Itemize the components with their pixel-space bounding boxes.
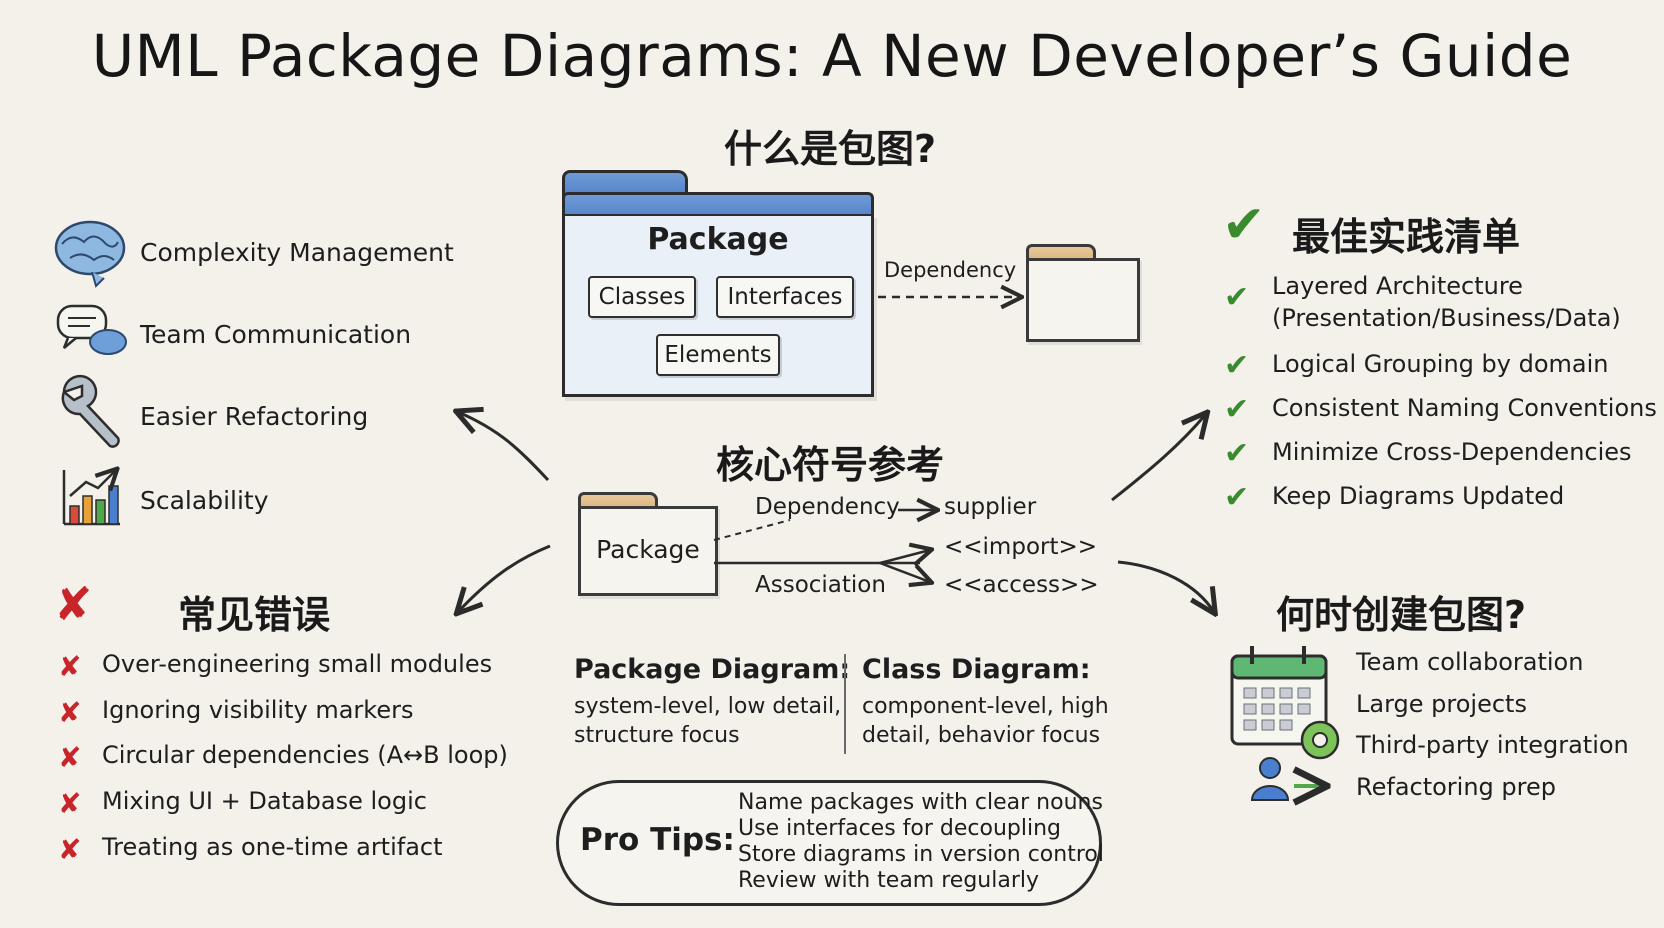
calendar-icon [1230,646,1328,746]
when-item: Third-party integration [1356,731,1629,759]
arrow-to-practices [1111,414,1206,502]
class-diagram-desc-2: detail, behavior focus [862,723,1101,748]
notation-dependency-line [713,519,791,541]
arrow-to-benefits [458,412,550,482]
practice-item: Keep Diagrams Updated [1272,482,1565,510]
compare-divider [844,654,846,754]
notation-heading: 核心符号参考 [715,443,944,487]
cross-icon: ✘ [58,650,82,683]
when-item: Refactoring prep [1356,773,1556,801]
practice-item: Minimize Cross-Dependencies [1272,438,1632,466]
practice-item-1a: Layered Architecture [1272,272,1523,300]
check-icon: ✔ [1224,280,1250,315]
check-icon: ✔ [1224,480,1250,515]
growth-chart-icon [62,470,120,526]
package-diagram-title: Package Diagram: [574,654,851,685]
what-is-heading: 什么是包图? [723,127,937,171]
interfaces-chip: Interfaces [716,276,854,318]
benefit-scalability: Scalability [140,486,269,515]
benefit-refactoring: Easier Refactoring [140,402,369,431]
notation-package [578,506,718,596]
check-icon: ✔ [1224,436,1250,471]
practices-heading: 最佳实践清单 [1292,215,1521,259]
wrench-icon [61,374,120,448]
tip-2: Use interfaces for decoupling [738,816,1062,841]
practice-item: Consistent Naming Conventions [1272,394,1657,422]
check-icon: ✔ [1224,348,1250,383]
mistakes-heading: 常见错误 [178,593,331,637]
classes-chip: Classes [588,276,696,318]
tip-3: Store diagrams in version control [738,842,1104,867]
practices-check-icon: ✔ [1222,195,1266,255]
benefit-communication: Team Communication [140,320,412,349]
mistake-item: Mixing UI + Database logic [102,787,427,815]
dependency-label-top: Dependency [884,258,1017,282]
mistake-item: Over-engineering small modules [102,650,493,678]
page-title: UML Package Diagrams: A New Developer’s … [91,22,1573,90]
arrow-to-mistakes [458,544,551,612]
access-arrow [879,561,930,582]
notation-dependency-label: Dependency [755,494,900,520]
tip-4: Review with team regularly [738,868,1039,893]
cross-icon: ✘ [58,833,82,866]
cross-icon: ✘ [58,741,82,774]
elements-chip: Elements [656,334,780,376]
practice-item-1b: (Presentation/Business/Data) [1272,304,1621,332]
supplier-label: supplier [944,494,1037,520]
mistake-item: Ignoring visibility markers [102,696,414,724]
check-icon: ✔ [1224,392,1250,427]
chat-bubbles-icon [56,304,127,355]
import-arrow [879,550,930,563]
cross-icon: ✘ [58,696,82,729]
cross-icon: ✘ [58,787,82,820]
notation-package-label: Package [596,535,700,564]
user-icon [1250,757,1324,800]
mistake-item: Treating as one-time artifact [102,833,443,861]
package-title: Package [647,222,789,257]
practice-item: Logical Grouping by domain [1272,350,1609,378]
mistakes-cross-icon: ✘ [54,577,93,631]
access-label: <<access>> [944,572,1099,598]
benefit-complexity: Complexity Management [140,238,454,267]
mistake-item: Circular dependencies (A↔B loop) [102,741,508,769]
pro-tips-label: Pro Tips: [580,822,735,858]
package-diagram-desc-2: structure focus [574,723,740,748]
import-label: <<import>> [944,534,1098,560]
target-folder [1026,258,1140,342]
when-item: Team collaboration [1356,648,1584,676]
gear-icon [1300,720,1340,760]
when-heading: 何时创建包图? [1276,593,1527,637]
pro-tips-bubble [556,780,1102,906]
brain-icon [54,220,126,288]
class-diagram-desc-1: component-level, high [862,694,1109,719]
association-label: Association [755,572,886,598]
package-diagram-desc-1: system-level, low detail, [574,694,842,719]
tip-1: Name packages with clear nouns [738,790,1103,815]
class-diagram-title: Class Diagram: [862,654,1091,685]
arrow-to-when [1117,560,1214,612]
when-item: Large projects [1356,690,1527,718]
